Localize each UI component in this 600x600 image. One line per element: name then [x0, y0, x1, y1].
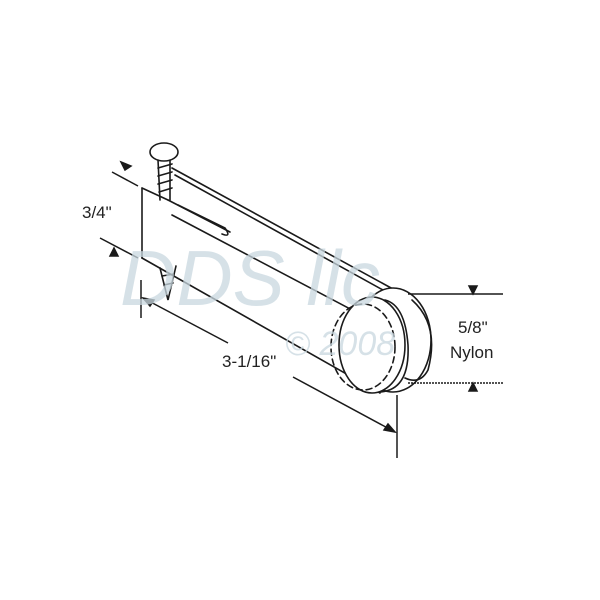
height-dimension-label: 3/4" [82, 203, 112, 222]
wheel-diameter-label: 5/8" [458, 318, 488, 337]
watermark: DDS llc © 2008 [120, 234, 395, 363]
rail-top-edge [171, 167, 414, 301]
length-dimension-label: 3-1/16" [222, 352, 277, 371]
wheel-hidden-outline [330, 303, 396, 391]
screw-tip [159, 265, 177, 301]
screw-head [149, 142, 179, 162]
plate-bottom-edge [141, 257, 381, 394]
watermark-brand: DDS llc [120, 234, 380, 322]
wheel-material-label: Nylon [450, 343, 494, 362]
dimension-lines [99, 160, 503, 458]
watermark-copyright: © 2008 [285, 325, 395, 363]
roller-assembly [141, 142, 433, 394]
